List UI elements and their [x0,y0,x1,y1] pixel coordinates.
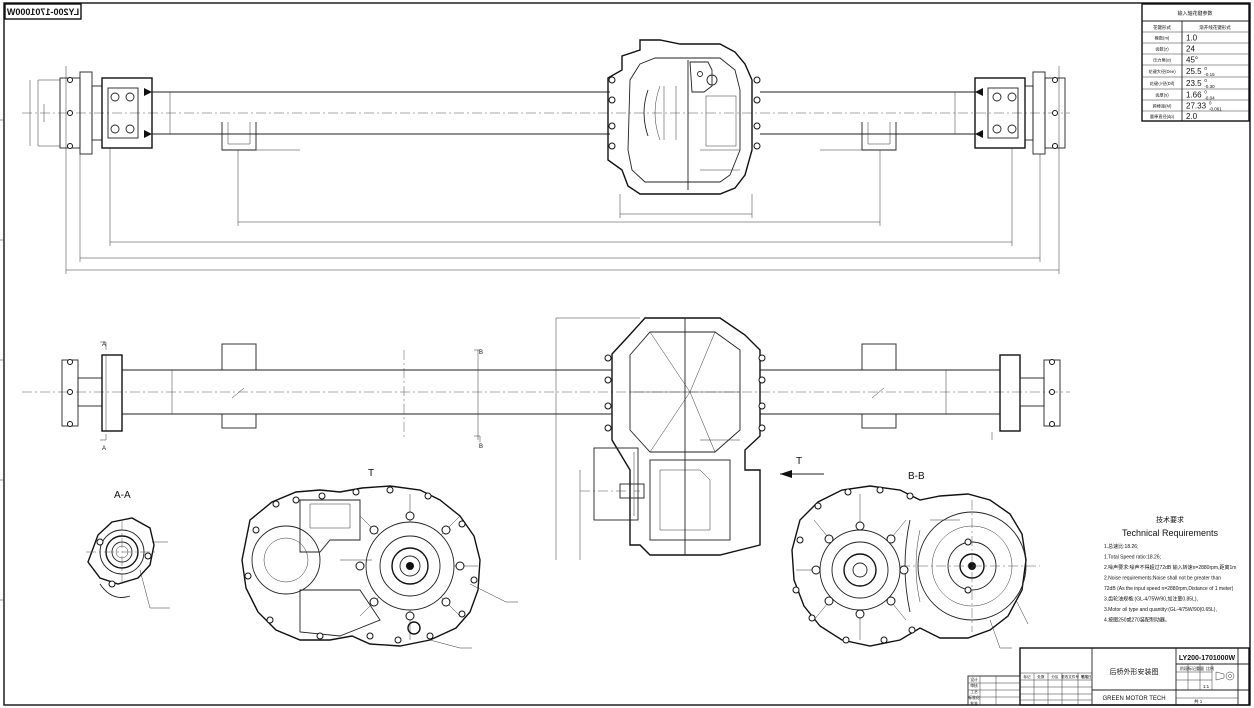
requirements-title-cn: 技术要求 [1156,515,1184,524]
cut-label-a-top: A [102,342,106,348]
requirements-title-en: Technical Requirements [1122,528,1219,538]
gear-row-tol-upper: 0 [1209,101,1212,106]
drawing-name: 后桥外形安装图 [1110,667,1159,676]
gear-row-tol-lower: -0.04 [1204,96,1215,101]
gear-row-tol-upper: 0 [1204,90,1207,95]
drawing-number-mirrored: LY200-1701000W [6,7,79,17]
gear-table-header-0: 花键形式 [1153,24,1171,31]
gear-row-value: 24 [1186,45,1195,54]
cut-label-b-top: B [479,350,483,356]
gear-row-value: 1.0 [1186,34,1198,43]
title-block-row-label: 分区 [1051,674,1059,679]
requirement-line: 1.总速比:18.26; [1104,543,1138,550]
requirements-lines: 1.总速比:18.26; 1.Total Speed ratio:18.26; 2.… [1104,543,1236,624]
gear-row-tol-lower: -0.15 [1204,72,1215,77]
title-block-row-label: 处数 [1037,674,1045,679]
title-block-labels: 标记 处数 分区更改文件号签名年月日设计审核工艺标准化批准 [968,674,1091,706]
stage-label-1: 重量 [1196,665,1204,671]
gear-row-value: 25.5 [1186,67,1202,76]
gear-row-value: 23.5 [1186,79,1202,88]
drawing-scale: 1:1 [1203,684,1210,689]
title-block-role-label: 批准 [970,701,978,706]
view-t [241,485,518,649]
sheet-count: 共 1 [1194,698,1203,705]
title-block-role-label: 审核 [970,683,978,688]
view-t-label: T [368,468,374,479]
gear-parameter-table [1141,3,1250,122]
axle-top-view [22,39,1070,195]
stage-label-2: 比例 [1206,665,1214,671]
title-block [967,647,1250,706]
gear-row-label: 齿数(z) [1155,46,1169,53]
section-aa-label: A-A [114,490,131,501]
gear-row-value: 45° [1186,56,1198,65]
gear-row-tol-upper: 0 [1204,66,1207,71]
gear-row-tol-lower: -0.30 [1204,84,1215,89]
gear-row-value: 27.33 [1186,102,1207,111]
cut-label-b-bottom: B [479,444,483,450]
gear-table-header-1: 渐开线花键形式 [1199,24,1231,31]
gear-row-label: 压力角(α) [1153,57,1171,64]
drawing-code: LY200-1701000W [1179,655,1236,662]
requirement-line: 4.按图250或270装配制动器。 [1104,617,1170,624]
gear-row-label: 模数(m) [1155,35,1170,42]
section-bb [791,485,1040,649]
top-dimensions [29,80,1060,274]
section-aa [86,517,170,609]
title-block-row-label: 签名 [1081,674,1089,679]
gear-row-label: 花键小径(Dif) [1150,80,1175,87]
requirement-line: 72dB (As the input speed n=2880rpm,Dista… [1104,586,1234,592]
title-block-role-label: 工艺 [970,689,978,694]
title-block-row-label: 年月日 [1081,674,1092,679]
requirement-line: 3.齿轮油规格:(GL-4/75W/90,加注量0.85L), [1104,596,1198,603]
requirement-line: 2.Noise requirements:Noise shall not be … [1104,576,1221,582]
section-bb-label: B-B [908,471,925,482]
requirement-line: 2.噪声要求:噪声不得超过72dB 输入转速n=2880rpm,距离1m [1104,564,1236,571]
company-name: GREEN MOTOR TECH [1102,696,1165,702]
gear-row-label: 齿厚(s) [1155,93,1169,99]
title-block-row-label: 更改文件号 [1061,674,1079,679]
gear-row-tol-upper: 0 [1204,78,1207,83]
title-block-role-label: 设计 [970,677,978,682]
gear-row-value: 2.0 [1186,112,1198,121]
gear-row-label: 花键大径(Dee) [1148,68,1176,75]
cut-label-a-bottom: A [102,446,106,452]
title-block-role-label: 标准化 [968,695,980,700]
view-arrow-t [780,470,824,478]
requirement-line: 3.Motor oil type and quantity:(GL-4/75W/… [1104,607,1217,613]
gear-row-label: 跨棒距(M) [1153,103,1172,110]
sheet-border [3,2,1251,706]
gear-row-value: 1.66 [1186,91,1202,100]
stage-label-0: 阶段标记 [1180,665,1196,671]
gear-row-label: 量棒直径(dp) [1150,113,1175,120]
axle-front-view [22,317,1070,560]
gear-row-tol-lower: -0.061 [1209,107,1222,112]
border-ticks [0,119,4,601]
mirrored-code-box: LY200-1701000W [4,3,82,20]
requirement-line: 1.Total Speed ratio:18.26; [1104,555,1161,561]
arrow-t-label: T [796,456,802,467]
title-block-row-label: 标记 [1023,674,1031,679]
gear-table-title: 输入轴花键参数 [1177,10,1212,17]
